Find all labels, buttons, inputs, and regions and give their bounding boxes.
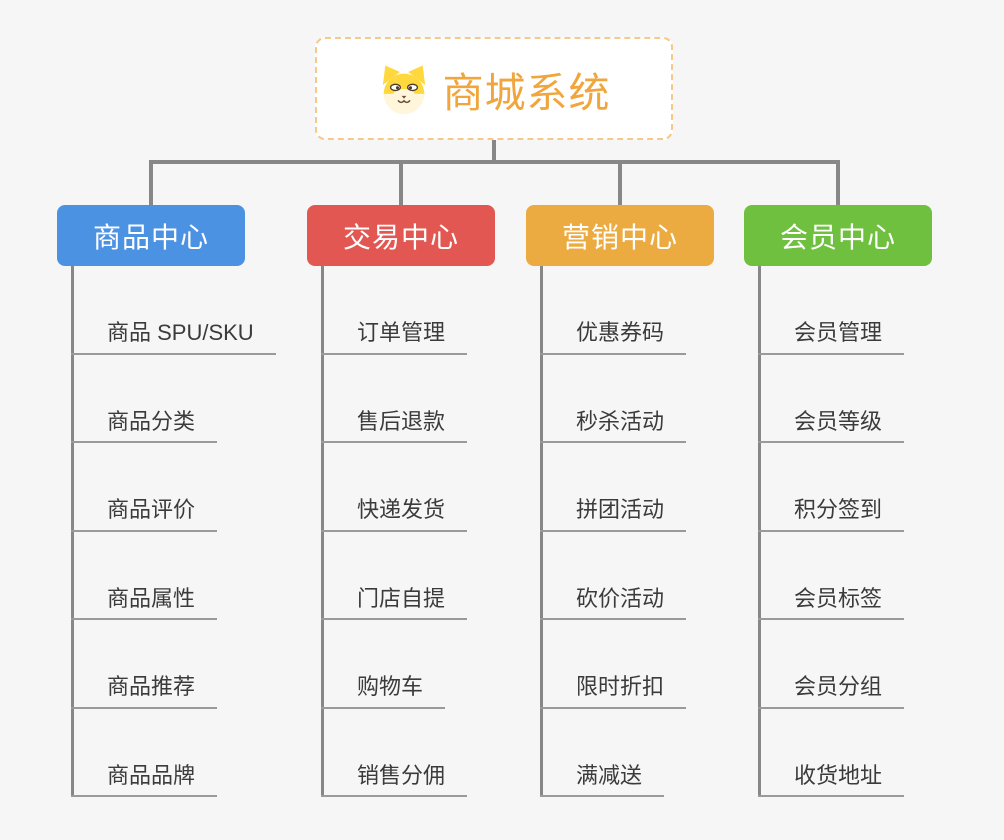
topic-node[interactable]: 优惠券码 xyxy=(540,266,687,355)
branch-children-trade-center: 订单管理 售后退款 快递发货 门店自提 购物车 销售分佣 xyxy=(321,266,468,797)
topic-label: 拼团活动 xyxy=(540,497,687,532)
branch-children-product-center: 商品 SPU/SKU 商品分类 商品评价 商品属性 商品推荐 商品品牌 xyxy=(71,266,276,797)
topic-node[interactable]: 会员等级 xyxy=(758,355,905,443)
root-title: 商城系统 xyxy=(442,69,611,116)
topic-label: 门店自提 xyxy=(321,586,468,620)
branch-header-product-center[interactable]: 商品中心 xyxy=(57,205,245,266)
branch-member-center: 会员中心 会员管理 会员等级 积分签到 会员标签 会员分组 收货地址 xyxy=(744,205,932,797)
topic-label: 收货地址 xyxy=(758,763,905,797)
topic-node[interactable]: 收货地址 xyxy=(758,709,905,797)
topic-label: 商品品牌 xyxy=(71,763,218,797)
topic-node[interactable]: 商品分类 xyxy=(71,355,276,443)
topic-node[interactable]: 积分签到 xyxy=(758,443,905,532)
topic-node[interactable]: 快递发货 xyxy=(321,443,468,532)
topic-label: 砍价活动 xyxy=(540,586,687,620)
topic-node[interactable]: 订单管理 xyxy=(321,266,468,355)
topic-label: 积分签到 xyxy=(758,497,905,532)
topic-node[interactable]: 商品属性 xyxy=(71,532,276,620)
topic-label: 商品分类 xyxy=(71,409,218,443)
topic-label: 购物车 xyxy=(321,674,446,709)
topic-label: 会员等级 xyxy=(758,409,905,443)
topic-label: 销售分佣 xyxy=(321,763,468,797)
topic-node[interactable]: 满减送 xyxy=(540,709,686,797)
topic-label: 优惠券码 xyxy=(540,320,687,355)
connector-root-stem xyxy=(492,140,496,164)
topic-node[interactable]: 商品推荐 xyxy=(71,620,276,709)
root-node[interactable]: 商城系统 xyxy=(315,37,673,140)
topic-node[interactable]: 购物车 xyxy=(321,620,467,709)
branch-header-trade-center[interactable]: 交易中心 xyxy=(307,205,495,266)
topic-label: 售后退款 xyxy=(321,409,468,443)
connector-drop-trade xyxy=(399,160,403,206)
topic-label: 限时折扣 xyxy=(540,674,687,709)
topic-label: 满减送 xyxy=(540,763,665,797)
connector-drop-member xyxy=(836,160,840,206)
topic-label: 商品推荐 xyxy=(71,674,218,709)
topic-node[interactable]: 会员分组 xyxy=(758,620,905,709)
topic-node[interactable]: 拼团活动 xyxy=(540,443,687,532)
topic-node[interactable]: 销售分佣 xyxy=(321,709,468,797)
branch-trade-center: 交易中心 订单管理 售后退款 快递发货 门店自提 购物车 销售分佣 xyxy=(307,205,495,797)
topic-node[interactable]: 会员标签 xyxy=(758,532,905,620)
shiba-dog-icon xyxy=(378,63,430,115)
topic-label: 快递发货 xyxy=(321,497,468,532)
branch-product-center: 商品中心 商品 SPU/SKU 商品分类 商品评价 商品属性 商品推荐 商品品牌 xyxy=(57,205,276,797)
topic-node[interactable]: 门店自提 xyxy=(321,532,468,620)
branch-children-marketing-center: 优惠券码 秒杀活动 拼团活动 砍价活动 限时折扣 满减送 xyxy=(540,266,687,797)
topic-node[interactable]: 商品品牌 xyxy=(71,709,276,797)
topic-node[interactable]: 会员管理 xyxy=(758,266,905,355)
topic-node[interactable]: 秒杀活动 xyxy=(540,355,687,443)
topic-node[interactable]: 商品 SPU/SKU xyxy=(71,266,276,355)
topic-label: 商品属性 xyxy=(71,586,218,620)
branch-header-member-center[interactable]: 会员中心 xyxy=(744,205,932,266)
topic-node[interactable]: 售后退款 xyxy=(321,355,468,443)
branch-marketing-center: 营销中心 优惠券码 秒杀活动 拼团活动 砍价活动 限时折扣 满减送 xyxy=(526,205,714,797)
topic-label: 商品 SPU/SKU xyxy=(71,320,276,355)
connector-horizontal-bar xyxy=(149,160,840,164)
topic-label: 订单管理 xyxy=(321,320,468,355)
topic-label: 会员分组 xyxy=(758,674,905,709)
topic-label: 会员管理 xyxy=(758,320,905,355)
topic-label: 秒杀活动 xyxy=(540,409,687,443)
connector-drop-product xyxy=(149,160,153,206)
connector-drop-marketing xyxy=(618,160,622,206)
topic-label: 商品评价 xyxy=(71,497,218,532)
branch-children-member-center: 会员管理 会员等级 积分签到 会员标签 会员分组 收货地址 xyxy=(758,266,905,797)
topic-node[interactable]: 商品评价 xyxy=(71,443,276,532)
topic-node[interactable]: 砍价活动 xyxy=(540,532,687,620)
topic-label: 会员标签 xyxy=(758,586,905,620)
branch-header-marketing-center[interactable]: 营销中心 xyxy=(526,205,714,266)
topic-node[interactable]: 限时折扣 xyxy=(540,620,687,709)
